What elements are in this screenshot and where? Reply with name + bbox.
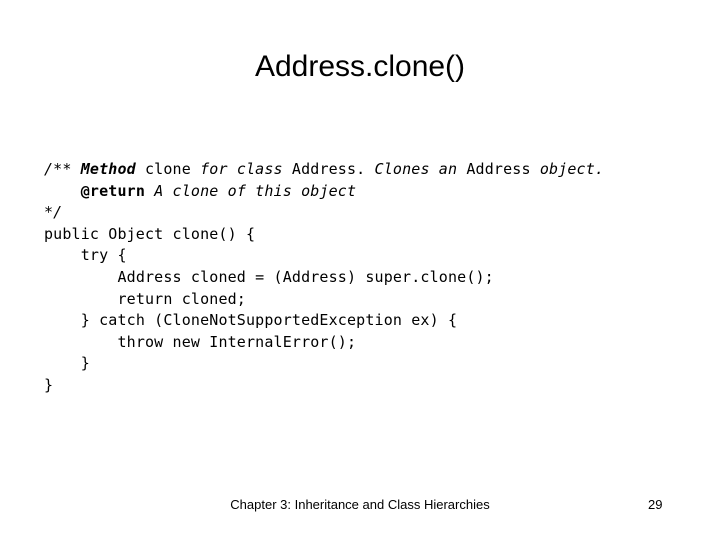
code-line: /** Method clone for class Address. Clon… (44, 159, 704, 181)
code-token: } catch (CloneNotSupportedException ex) … (80, 311, 458, 330)
code-line: } (44, 375, 704, 397)
code-line: */ (44, 202, 704, 224)
code-token: Address. (291, 160, 375, 178)
code-token: } (80, 354, 90, 373)
code-indent (44, 290, 117, 308)
code-indent (44, 182, 81, 200)
code-token: A clone of this object (154, 181, 357, 200)
page-title: Address.clone() (254, 50, 466, 83)
code-token: clone (145, 160, 201, 178)
code-line: throw new InternalError(); (44, 332, 704, 354)
code-indent (44, 246, 81, 264)
code-line: } catch (CloneNotSupportedException ex) … (44, 310, 704, 332)
code-token: return cloned; (117, 289, 246, 308)
code-token: Address cloned = (Address) super.clone()… (117, 267, 494, 286)
code-token: Address (466, 160, 540, 178)
footer-chapter-label: Chapter 3: Inheritance and Class Hierarc… (230, 497, 490, 512)
code-token: /** (44, 160, 81, 178)
code-token: } (44, 375, 54, 394)
code-indent (44, 311, 81, 329)
code-token: public Object clone() { (44, 224, 256, 243)
code-token: Method (80, 160, 145, 178)
code-line: return cloned; (44, 289, 704, 311)
footer-page-number: 29 (648, 497, 663, 512)
code-indent (44, 333, 117, 351)
code-line: Address cloned = (Address) super.clone()… (44, 267, 704, 289)
code-indent (44, 354, 81, 372)
code-line: public Object clone() { (44, 224, 704, 246)
code-token: for class (200, 160, 292, 178)
code-line: try { (44, 245, 704, 267)
code-token: @return (80, 181, 155, 200)
code-token: throw new InternalError(); (117, 332, 357, 351)
code-indent (44, 268, 117, 286)
code-token: */ (44, 203, 63, 222)
code-line: @return A clone of this object (44, 181, 704, 203)
code-token: Clones an (374, 160, 467, 178)
code-line: } (44, 353, 704, 375)
code-token: object. (539, 160, 605, 178)
code-listing: /** Method clone for class Address. Clon… (44, 159, 704, 397)
code-token: try { (80, 246, 127, 265)
